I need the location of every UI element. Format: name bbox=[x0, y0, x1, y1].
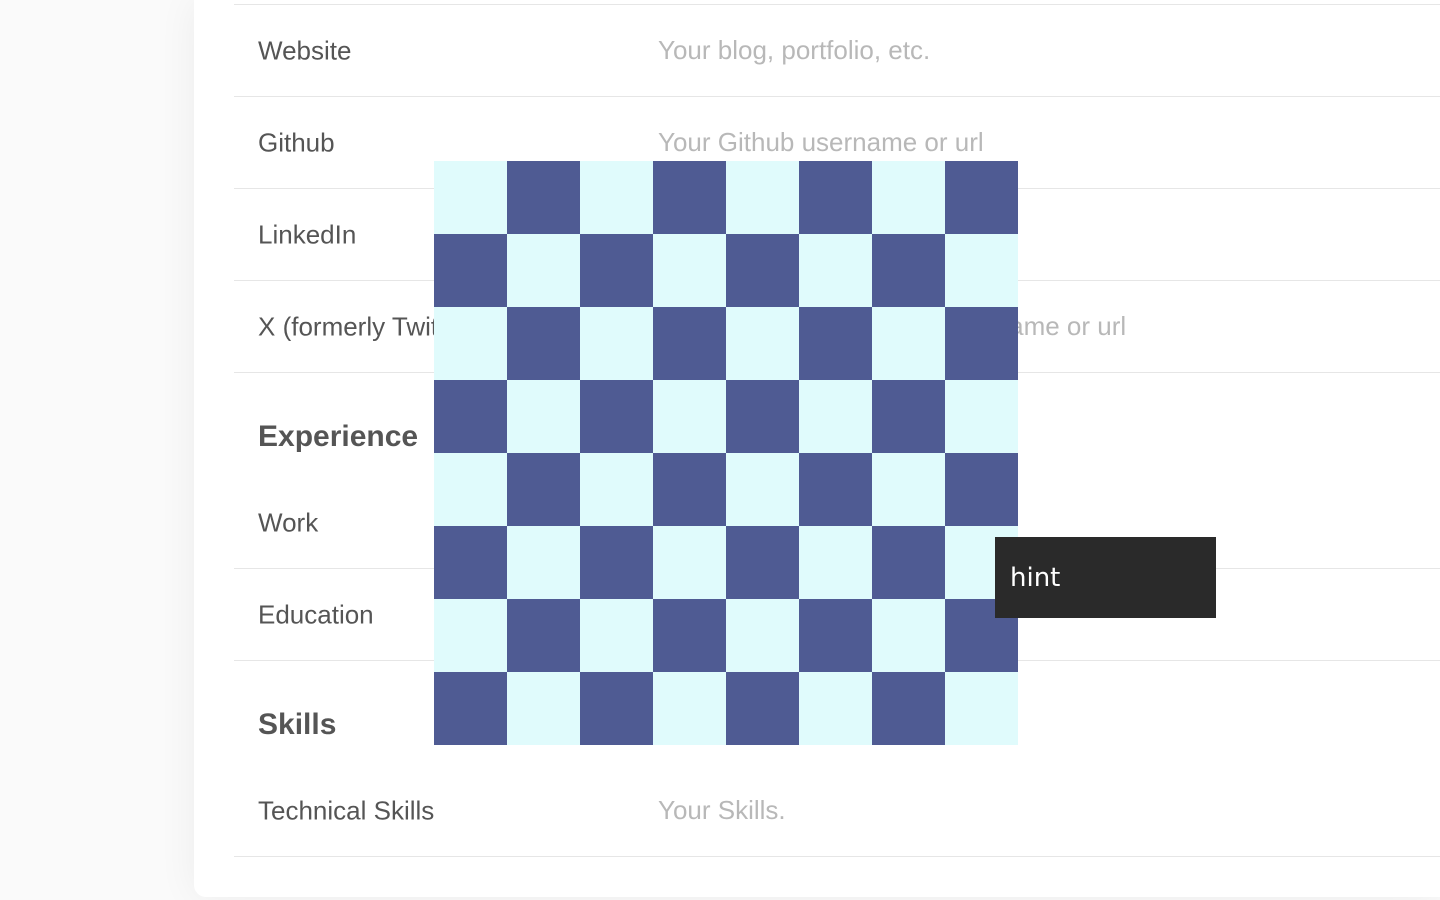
checker-cell bbox=[945, 234, 1018, 307]
checker-cell bbox=[580, 380, 653, 453]
technical-skills-input[interactable] bbox=[658, 765, 1418, 856]
website-input[interactable] bbox=[658, 5, 1418, 96]
checker-cell bbox=[872, 672, 945, 745]
checker-cell bbox=[434, 672, 507, 745]
checker-cell bbox=[945, 307, 1018, 380]
checker-cell bbox=[872, 307, 945, 380]
form-row-website: Website bbox=[234, 5, 1440, 97]
checker-cell bbox=[653, 380, 726, 453]
website-label: Website bbox=[258, 35, 352, 65]
checker-cell bbox=[580, 234, 653, 307]
checker-cell bbox=[799, 307, 872, 380]
checker-cell bbox=[653, 672, 726, 745]
work-label: Work bbox=[258, 507, 319, 537]
checker-cell bbox=[872, 161, 945, 234]
checker-cell bbox=[799, 599, 872, 672]
checker-cell bbox=[726, 380, 799, 453]
form-row-technical-skills: Technical Skills bbox=[234, 765, 1440, 857]
checker-cell bbox=[434, 599, 507, 672]
checker-cell bbox=[507, 672, 580, 745]
hint-tooltip: hint bbox=[995, 537, 1216, 618]
checker-cell bbox=[653, 526, 726, 599]
checker-cell bbox=[726, 672, 799, 745]
checker-cell bbox=[507, 234, 580, 307]
checker-cell bbox=[580, 526, 653, 599]
checker-cell bbox=[799, 672, 872, 745]
checker-cell bbox=[653, 599, 726, 672]
checker-cell bbox=[653, 161, 726, 234]
checker-cell bbox=[945, 380, 1018, 453]
checker-cell bbox=[872, 526, 945, 599]
checker-cell bbox=[434, 526, 507, 599]
divider bbox=[234, 4, 1440, 5]
education-label: Education bbox=[258, 599, 374, 629]
checker-cell bbox=[799, 526, 872, 599]
linkedin-label: LinkedIn bbox=[258, 219, 357, 249]
checker-cell bbox=[580, 599, 653, 672]
checker-cell bbox=[434, 307, 507, 380]
checker-cell bbox=[726, 234, 799, 307]
checker-cell bbox=[653, 453, 726, 526]
checker-cell bbox=[945, 453, 1018, 526]
checker-cell bbox=[434, 453, 507, 526]
github-label: Github bbox=[258, 127, 335, 157]
checker-cell bbox=[580, 161, 653, 234]
checker-cell bbox=[434, 380, 507, 453]
checker-cell bbox=[507, 453, 580, 526]
checker-cell bbox=[726, 526, 799, 599]
checker-cell bbox=[872, 380, 945, 453]
checker-cell bbox=[507, 161, 580, 234]
checker-cell bbox=[580, 672, 653, 745]
checker-cell bbox=[799, 453, 872, 526]
checker-cell bbox=[726, 307, 799, 380]
checker-cell bbox=[945, 161, 1018, 234]
checker-cell bbox=[872, 453, 945, 526]
checker-cell bbox=[653, 234, 726, 307]
checker-cell bbox=[580, 453, 653, 526]
checker-cell bbox=[507, 307, 580, 380]
checker-cell bbox=[507, 526, 580, 599]
checker-cell bbox=[799, 234, 872, 307]
checker-cell bbox=[726, 161, 799, 234]
checker-cell bbox=[799, 161, 872, 234]
checker-cell bbox=[434, 234, 507, 307]
tooltip-text: hint bbox=[1010, 562, 1061, 593]
checker-cell bbox=[507, 380, 580, 453]
checker-cell bbox=[945, 672, 1018, 745]
checker-cell bbox=[872, 234, 945, 307]
technical-skills-label: Technical Skills bbox=[258, 795, 435, 825]
checker-cell bbox=[580, 307, 653, 380]
checker-cell bbox=[872, 599, 945, 672]
experience-heading: Experience bbox=[258, 420, 419, 453]
checkerboard-overlay bbox=[434, 161, 1018, 745]
checker-cell bbox=[507, 599, 580, 672]
checker-cell bbox=[434, 161, 507, 234]
checker-cell bbox=[799, 380, 872, 453]
skills-heading: Skills bbox=[258, 708, 337, 741]
checker-cell bbox=[653, 307, 726, 380]
checker-cell bbox=[726, 599, 799, 672]
checker-cell bbox=[726, 453, 799, 526]
